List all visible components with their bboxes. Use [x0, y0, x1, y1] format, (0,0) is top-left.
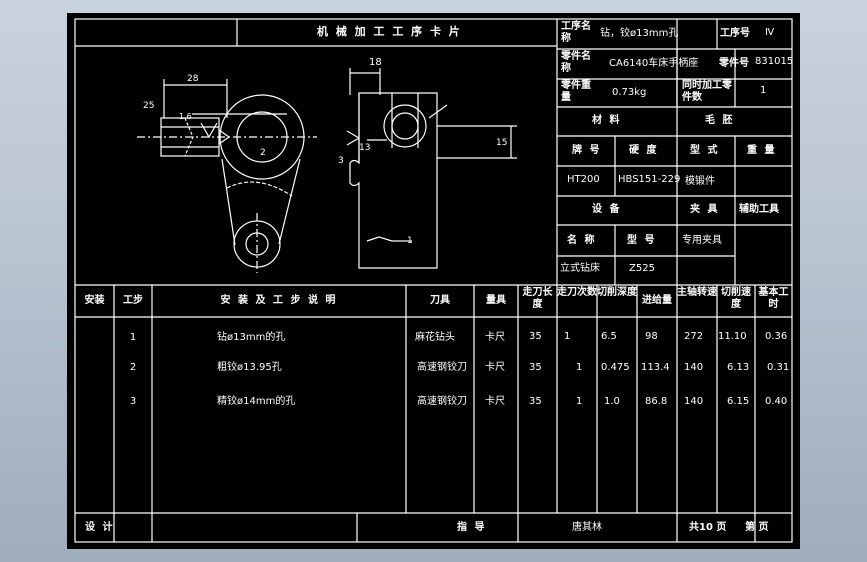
equipment-model-value: Z525: [629, 263, 655, 274]
row2-gauge: 卡尺: [485, 362, 505, 373]
process-card-sheet: 机 械 加 工 工 序 卡 片 工序名称 钻，铰ø13mm孔 工序号 Ⅳ 零件名…: [67, 13, 800, 549]
header-description: 安 装 及 工 步 说 明: [220, 295, 338, 306]
process-name-label: 工序名称: [561, 21, 591, 44]
step-1-marker: 1: [407, 236, 413, 246]
header-basic-time: 基本工时: [758, 287, 789, 310]
header-tool: 刀具: [430, 295, 450, 306]
part-name-value: CA6140车床手柄座: [609, 58, 699, 69]
grade-value: HT200: [567, 174, 600, 185]
row3-feed-rate: 86.8: [645, 396, 668, 407]
row3-feed-count: 1: [576, 396, 583, 407]
card-title: 机 械 加 工 工 序 卡 片: [317, 25, 462, 38]
material-header: 材 料: [592, 115, 622, 126]
row2-cut-speed: 6.13: [727, 362, 750, 373]
row1-basic-time: 0.36: [765, 331, 788, 342]
page-number: 第 页: [745, 522, 769, 533]
row2-cut-depth: 0.475: [601, 362, 630, 373]
header-step: 工步: [123, 295, 143, 306]
grade-label: 牌 号: [572, 145, 602, 156]
hardness-value: HBS151-229: [618, 174, 681, 185]
part-drawing-left-view: [137, 79, 317, 273]
total-pages: 共10 页: [689, 522, 727, 533]
row2-description: 粗铰ø13.95孔: [217, 362, 282, 373]
equipment-name-value: 立式钻床: [560, 263, 600, 274]
step-3-marker: 3: [338, 156, 344, 166]
row1-feed-rate: 98: [645, 331, 658, 342]
dim-28-label: 28: [187, 74, 199, 84]
step-2-marker: 2: [260, 148, 266, 158]
simultaneous-parts-value: 1: [760, 85, 767, 96]
process-name-value: 钻，铰ø13mm孔: [600, 28, 679, 39]
row3-step: 3: [129, 396, 137, 407]
fixture-header: 夹 具: [690, 204, 720, 215]
row2-tool: 高速钢铰刀: [417, 362, 467, 373]
equipment-name-label: 名 称: [567, 235, 597, 246]
row1-step: 1: [129, 332, 137, 343]
row3-description: 精铰ø14mm的孔: [217, 396, 296, 407]
row1-feed-length: 35: [529, 331, 542, 342]
blank-weight-label: 重 量: [747, 145, 777, 156]
header-install: 安装: [84, 295, 105, 306]
row3-gauge: 卡尺: [485, 396, 505, 407]
header-cut-depth: 切削深度: [597, 287, 637, 298]
fixture-value: 专用夹具: [682, 235, 722, 246]
aux-tool-header: 辅助工具: [739, 204, 779, 215]
header-feed-rate: 进给量: [642, 295, 672, 306]
guide-label: 指 导: [457, 522, 487, 533]
header-feed-length: 走刀长度: [522, 287, 553, 310]
part-weight-value: 0.73kg: [612, 87, 647, 98]
process-no-label: 工序号: [720, 28, 750, 39]
part-weight-label: 零件重量: [561, 80, 591, 103]
header-feed-count: 走刀次数: [557, 287, 597, 298]
design-label: 设 计: [85, 522, 115, 533]
row3-tool: 高速钢铰刀: [417, 396, 467, 407]
row3-cut-speed: 6.15: [727, 396, 750, 407]
equipment-model-label: 型 号: [627, 235, 657, 246]
guide-value: 唐其林: [572, 522, 602, 533]
row1-feed-count: 1: [564, 331, 571, 342]
row2-feed-length: 35: [529, 362, 542, 373]
row3-cut-depth: 1.0: [604, 396, 620, 407]
simultaneous-parts-label: 同时加工零件数: [682, 80, 732, 103]
row2-feed-rate: 113.4: [641, 362, 670, 373]
row3-basic-time: 0.40: [765, 396, 788, 407]
part-name-label: 零件名称: [561, 51, 591, 74]
roughness-label: 1.6: [179, 112, 192, 121]
process-no-value: Ⅳ: [765, 27, 775, 38]
row2-step: 2: [129, 362, 137, 373]
row1-description: 钻ø13mm的孔: [217, 332, 286, 343]
dim-18-label: 18: [369, 57, 382, 68]
row1-gauge: 卡尺: [485, 332, 505, 343]
part-drawing-right-view: [346, 68, 517, 269]
row2-basic-time: 0.31: [767, 362, 790, 373]
dim-13-label: 13: [359, 143, 371, 153]
blank-type-label: 型 式: [690, 145, 720, 156]
row3-spindle-speed: 140: [684, 396, 704, 407]
row3-feed-length: 35: [529, 396, 542, 407]
part-no-value: 831015: [755, 56, 794, 67]
dim-25-label: 25: [143, 101, 155, 111]
equipment-header: 设 备: [592, 204, 622, 215]
row2-spindle-speed: 140: [684, 362, 704, 373]
row1-cut-depth: 6.5: [601, 331, 617, 342]
header-spindle-speed: 主轴转速: [677, 287, 717, 298]
hardness-label: 硬 度: [629, 145, 659, 156]
header-gauge: 量具: [486, 295, 506, 306]
row2-feed-count: 1: [576, 362, 583, 373]
part-no-label: 零件号: [719, 58, 749, 69]
row1-cut-speed: 11.10: [718, 331, 747, 342]
row1-tool: 麻花钻头: [415, 332, 455, 343]
row1-spindle-speed: 272: [684, 331, 704, 342]
dim-15-label: 15: [496, 138, 508, 148]
blank-type-value: 模锻件: [685, 176, 715, 187]
header-cut-speed: 切削速度: [721, 287, 751, 310]
card-frame-lines: [74, 18, 793, 543]
blank-header: 毛 胚: [705, 115, 735, 126]
